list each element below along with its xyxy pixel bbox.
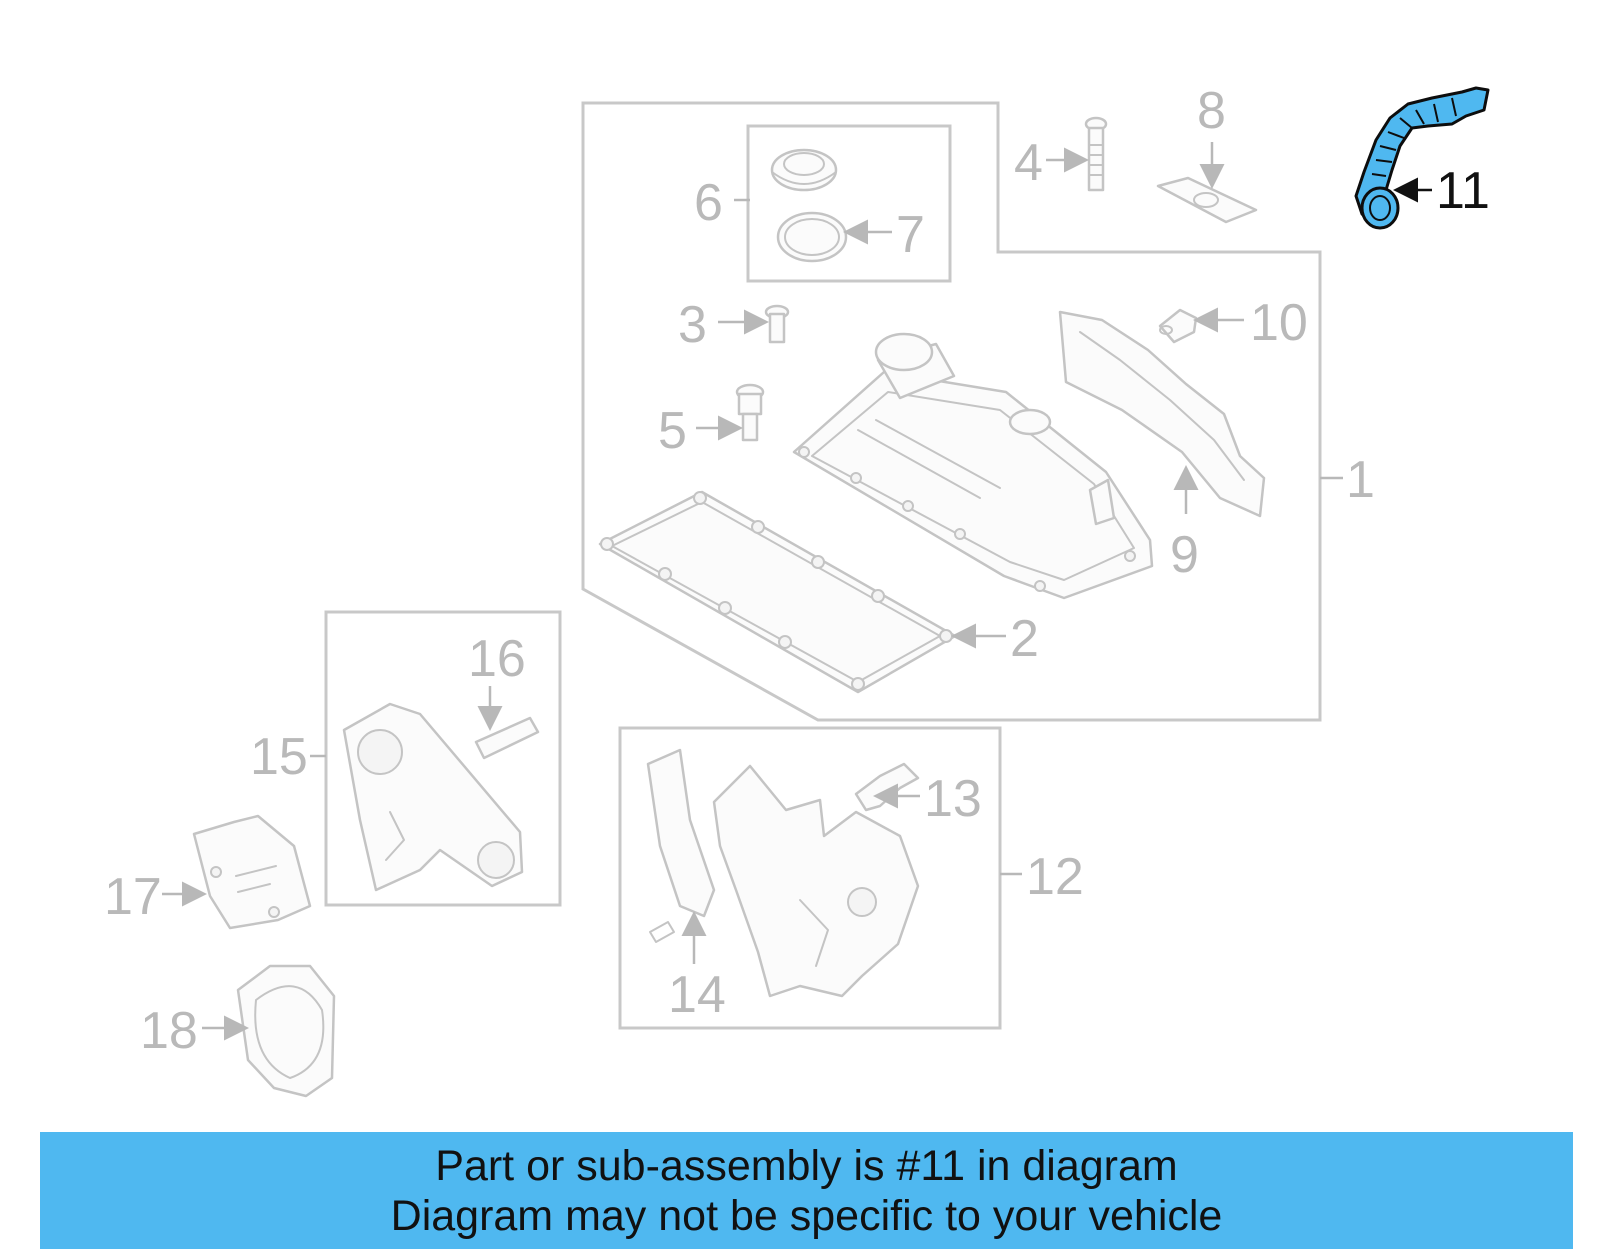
callout-17: 17: [104, 868, 162, 926]
callout-1: 1: [1346, 451, 1375, 509]
o-ring-seal-part: [776, 211, 848, 263]
bracket-part: [474, 716, 540, 760]
info-banner: Part or sub-assembly is #11 in diagram D…: [40, 1132, 1573, 1249]
bushing-part: [735, 383, 765, 442]
callout-3: 3: [678, 296, 707, 354]
sensor-part: [1158, 308, 1198, 344]
timing-belt-cover-part: [342, 702, 524, 892]
breather-hose-part: [1354, 86, 1490, 230]
callout-11: 11: [1436, 162, 1490, 220]
gasket-plate-part: [1156, 176, 1258, 224]
callout-16: 16: [468, 630, 526, 688]
oil-cap-kit-box: [746, 124, 952, 283]
callout-2: 2: [1010, 610, 1039, 668]
callout-4: 4: [1014, 134, 1043, 192]
heat-shield-part: [1058, 310, 1266, 518]
valve-cover-assembly-box: [581, 101, 1322, 722]
callout-13: 13: [924, 770, 982, 828]
banner-line-part-number: Part or sub-assembly is #11 in diagram: [435, 1141, 1178, 1190]
lower-cover-box: [618, 726, 1002, 1030]
banner-line-disclaimer: Diagram may not be specific to your vehi…: [390, 1191, 1223, 1240]
round-cover-part: [236, 964, 336, 1098]
parts-diagram: 1 2 3 4 5 6 7 8 9 10 11 12 13 14 15 16 1…: [104, 82, 1490, 1098]
valve-cover-part: [792, 332, 1154, 600]
bolt-part: [1084, 116, 1108, 192]
callout-18: 18: [140, 1002, 198, 1060]
callout-12: 12: [1026, 848, 1084, 906]
cover-plate-part: [192, 814, 312, 930]
callout-5: 5: [658, 402, 687, 460]
callout-9: 9: [1170, 526, 1199, 584]
callout-10: 10: [1250, 294, 1308, 352]
oil-filler-cap-part: [770, 148, 838, 192]
callout-15: 15: [250, 728, 308, 786]
callout-8: 8: [1197, 82, 1226, 140]
callout-14: 14: [668, 966, 726, 1024]
valve-cover-gasket-part: [598, 490, 957, 694]
timing-cover-box: [324, 610, 562, 907]
callout-7: 7: [896, 206, 925, 264]
sleeve-bolt-part: [764, 304, 790, 344]
callout-6: 6: [694, 174, 723, 232]
lower-timing-cover-part: [646, 748, 920, 998]
clip-part: [854, 762, 920, 812]
